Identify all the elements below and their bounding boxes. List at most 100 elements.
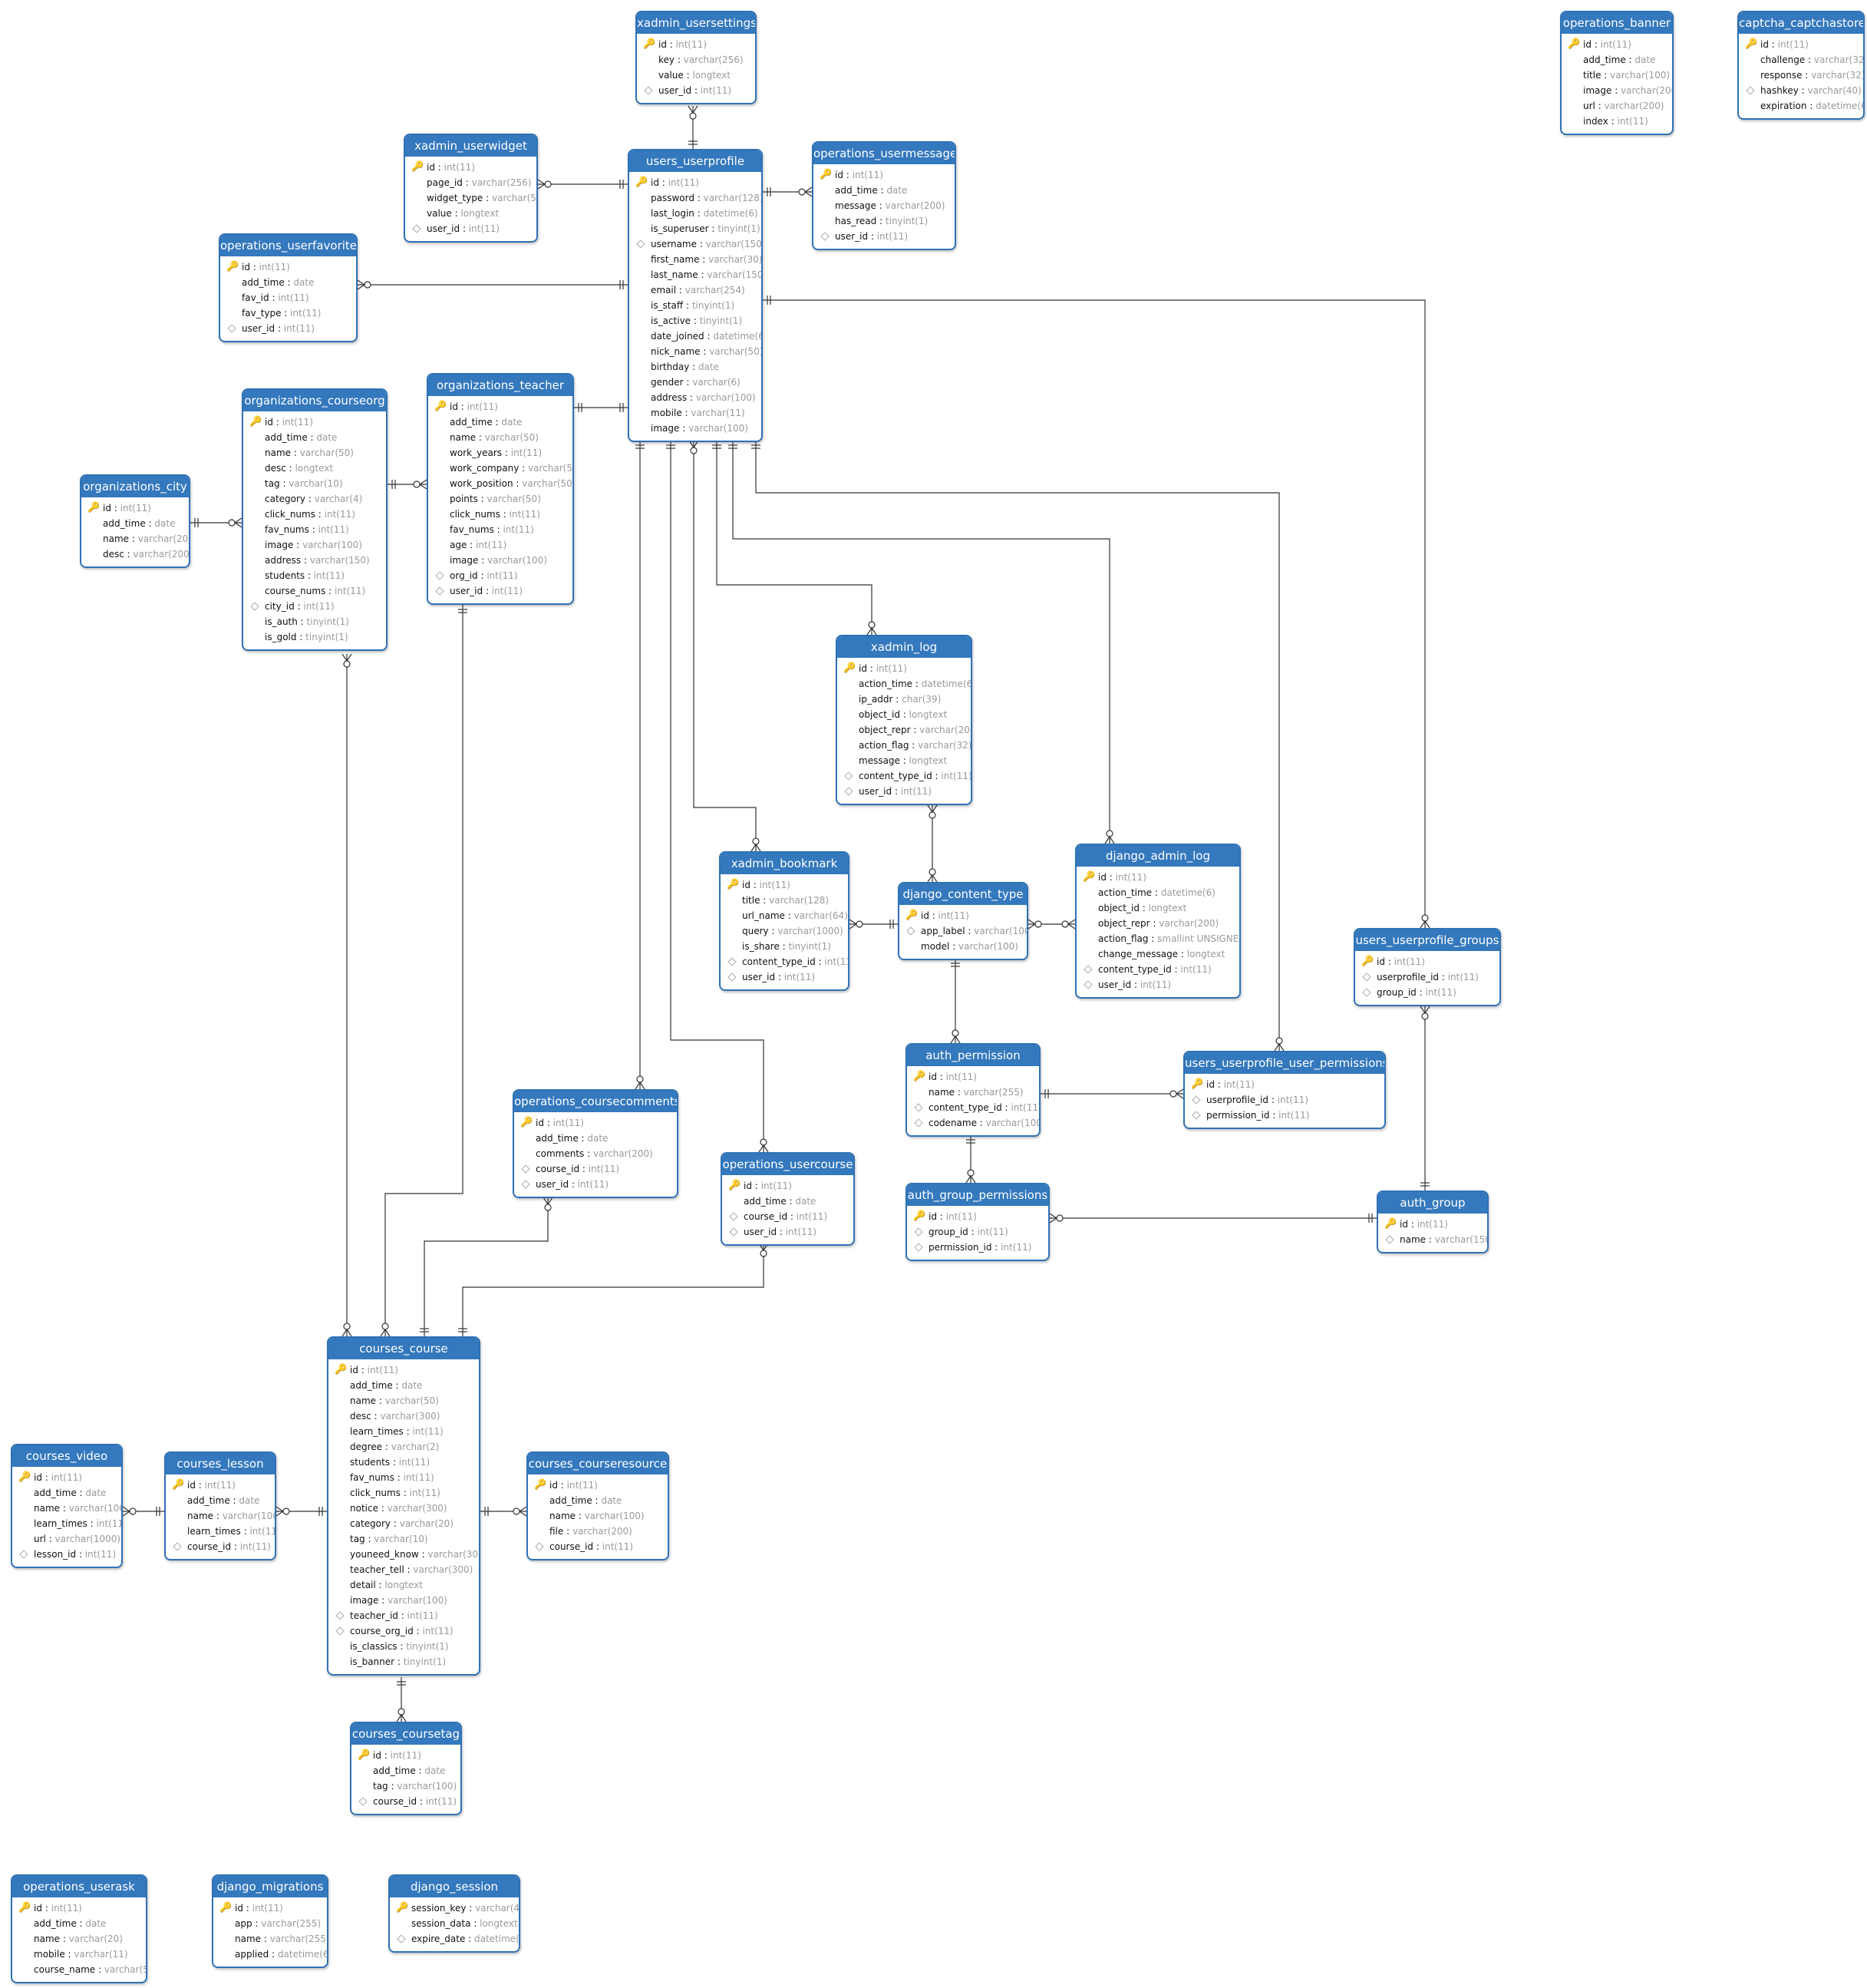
table-xadmin-userwidget[interactable]: xadmin_userwidget🔑id : int(11)page_id : …	[404, 134, 538, 243]
relation-users-userprofile-groups-to-auth-group[interactable]	[1420, 1006, 1430, 1190]
table-title[interactable]: operations_usercourse	[722, 1154, 853, 1175]
column-row[interactable]: birthday : date	[629, 359, 761, 375]
table-django-session[interactable]: django_session 🔑session_key : varchar(40)…	[388, 1874, 520, 1953]
column-row[interactable]: name : varchar(255)	[213, 1931, 327, 1947]
column-row[interactable]: add_time : date	[81, 516, 189, 531]
table-title[interactable]: users_userprofile_groups	[1355, 930, 1499, 951]
column-row[interactable]: last_login : datetime(6)	[629, 206, 761, 221]
relation-auth-permission-to-users-userprofile-user-permissions[interactable]	[1041, 1088, 1184, 1099]
table-title[interactable]: operations_userfavorite	[220, 235, 356, 256]
column-row[interactable]: group_id : int(11)	[907, 1224, 1048, 1240]
table-title[interactable]: operations_userask	[12, 1876, 146, 1897]
table-title[interactable]: auth_group	[1378, 1192, 1487, 1214]
relation-organizations-city-to-organizations-courseorg[interactable]	[190, 517, 242, 528]
column-row[interactable]: user_id : int(11)	[514, 1177, 677, 1192]
column-row[interactable]: add_time : date	[12, 1916, 146, 1931]
column-row[interactable]: category : varchar(20)	[328, 1516, 479, 1531]
column-row[interactable]: email : varchar(254)	[629, 282, 761, 298]
column-row[interactable]: action_time : datetime(6)	[1077, 885, 1239, 900]
column-row[interactable]: is_auth : tinyint(1)	[243, 614, 386, 629]
column-row[interactable]: value : longtext	[637, 68, 755, 83]
table-organizations-teacher[interactable]: organizations_teacher🔑id : int(11)add_ti…	[427, 373, 574, 605]
column-row[interactable]: image : varchar(100)	[428, 553, 572, 568]
table-users-userprofile-user-permissions[interactable]: users_userprofile_user_permissions🔑id : …	[1183, 1051, 1386, 1129]
column-row[interactable]: 🔑session_key : varchar(40)	[390, 1900, 519, 1916]
column-row[interactable]: first_name : varchar(30)	[629, 252, 761, 267]
column-row[interactable]: title : varchar(100)	[1562, 68, 1672, 83]
column-row[interactable]: 🔑id : int(11)	[428, 399, 572, 414]
table-title[interactable]: operations_coursecomments	[514, 1091, 677, 1112]
column-row[interactable]: image : varchar(100)	[243, 537, 386, 553]
column-row[interactable]: add_time : date	[528, 1493, 668, 1508]
column-row[interactable]: is_classics : tinyint(1)	[328, 1639, 479, 1654]
table-courses-courseresource[interactable]: courses_courseresource 🔑id : int(11)add_t…	[526, 1451, 669, 1560]
table-title[interactable]: auth_group_permissions	[907, 1184, 1048, 1206]
column-row[interactable]: address : varchar(100)	[629, 390, 761, 405]
table-organizations-city[interactable]: organizations_city🔑id : int(11)add_time …	[80, 474, 190, 568]
column-row[interactable]: 🔑id : int(11)	[220, 259, 356, 275]
relation-users-userprofile-to-users-userprofile-user-permissions[interactable]	[751, 441, 1285, 1052]
table-courses-video[interactable]: courses_video🔑id : int(11)add_time : dat…	[11, 1444, 123, 1568]
table-title[interactable]: courses_course	[328, 1338, 479, 1359]
relation-operations-usermessage-to-users-userprofile[interactable]	[763, 187, 813, 197]
column-row[interactable]: teacher_id : int(11)	[328, 1608, 479, 1623]
relation-courses-courseresource-to-courses-course[interactable]	[480, 1506, 527, 1517]
column-row[interactable]: user_id : int(11)	[637, 83, 755, 98]
column-row[interactable]: 🔑id : int(11)	[629, 175, 761, 190]
column-row[interactable]: 🔑id : int(11)	[81, 500, 189, 516]
column-row[interactable]: 🔑id : int(11)	[1185, 1077, 1384, 1092]
column-row[interactable]: mobile : varchar(11)	[12, 1947, 146, 1962]
table-title[interactable]: auth_permission	[907, 1045, 1039, 1066]
column-row[interactable]: object_id : longtext	[837, 707, 971, 722]
column-row[interactable]: course_org_id : int(11)	[328, 1623, 479, 1639]
column-row[interactable]: content_type_id : int(11)	[907, 1100, 1039, 1115]
table-django-admin-log[interactable]: django_admin_log🔑id : int(11)action_time…	[1075, 844, 1241, 999]
table-title[interactable]: django_session	[390, 1876, 519, 1897]
column-row[interactable]: 🔑id : int(11)	[1562, 37, 1672, 52]
column-row[interactable]: action_time : datetime(6)	[837, 676, 971, 692]
relation-operations-usercourse-to-courses-course[interactable]	[458, 1243, 769, 1336]
table-users-userprofile[interactable]: users_userprofile🔑id : int(11)password :…	[628, 149, 763, 442]
column-row[interactable]: content_type_id : int(11)	[837, 768, 971, 784]
table-auth-group[interactable]: auth_group🔑id : int(11)name : varchar(15…	[1377, 1190, 1489, 1253]
column-row[interactable]: category : varchar(4)	[243, 491, 386, 507]
column-row[interactable]: group_id : int(11)	[1355, 985, 1499, 1000]
table-operations-coursecomments[interactable]: operations_coursecomments🔑id : int(11)ad…	[513, 1089, 678, 1198]
table-title[interactable]: courses_lesson	[166, 1453, 275, 1474]
column-row[interactable]: key : varchar(256)	[637, 52, 755, 68]
column-row[interactable]: image : varchar(100)	[629, 421, 761, 436]
relation-organizations-courseorg-to-courses-course[interactable]	[341, 653, 352, 1337]
column-row[interactable]: permission_id : int(11)	[907, 1240, 1048, 1255]
column-row[interactable]: 🔑id : int(11)	[528, 1478, 668, 1493]
table-title[interactable]: operations_banner	[1562, 12, 1672, 34]
table-xadmin-log[interactable]: xadmin_log🔑id : int(11)action_time : dat…	[836, 635, 972, 805]
column-row[interactable]: add_time : date	[220, 275, 356, 290]
table-operations-usercourse[interactable]: operations_usercourse🔑id : int(11)add_ti…	[721, 1152, 855, 1246]
column-row[interactable]: password : varchar(128)	[629, 190, 761, 206]
table-captcha-captchastore[interactable]: captcha_captchastore🔑id : int(11)challen…	[1737, 11, 1865, 120]
column-row[interactable]: fav_nums : int(11)	[328, 1470, 479, 1485]
column-row[interactable]: points : varchar(50)	[428, 491, 572, 507]
table-users-userprofile-groups[interactable]: users_userprofile_groups🔑id : int(11)use…	[1354, 928, 1501, 1006]
table-title[interactable]: courses_courseresource	[528, 1453, 668, 1474]
column-row[interactable]: has_read : tinyint(1)	[813, 213, 955, 229]
column-row[interactable]: user_id : int(11)	[813, 229, 955, 244]
column-row[interactable]: last_name : varchar(150)	[629, 267, 761, 282]
column-row[interactable]: course_id : int(11)	[166, 1539, 275, 1554]
column-row[interactable]: message : varchar(200)	[813, 198, 955, 213]
column-row[interactable]: hashkey : varchar(40)	[1739, 83, 1863, 98]
table-operations-userfavorite[interactable]: operations_userfavorite 🔑id : int(11)add_…	[219, 233, 358, 342]
relation-auth-permission-to-auth-group-permissions[interactable]	[965, 1135, 976, 1184]
column-row[interactable]: 🔑id : int(11)	[12, 1470, 121, 1485]
column-row[interactable]: 🔑id : int(11)	[1378, 1217, 1487, 1232]
table-title[interactable]: courses_coursetag	[351, 1723, 460, 1745]
table-title[interactable]: organizations_courseorg	[243, 390, 386, 411]
column-row[interactable]: is_banner : tinyint(1)	[328, 1654, 479, 1669]
column-row[interactable]: gender : varchar(6)	[629, 375, 761, 390]
column-row[interactable]: add_time : date	[351, 1763, 460, 1778]
column-row[interactable]: 🔑id : int(11)	[405, 160, 536, 175]
relation-organizations-teacher-to-courses-course[interactable]	[380, 605, 467, 1337]
column-row[interactable]: url : varchar(1000)	[12, 1531, 121, 1547]
column-row[interactable]: work_years : int(11)	[428, 445, 572, 461]
relation-courses-lesson-to-courses-course[interactable]	[275, 1506, 327, 1517]
